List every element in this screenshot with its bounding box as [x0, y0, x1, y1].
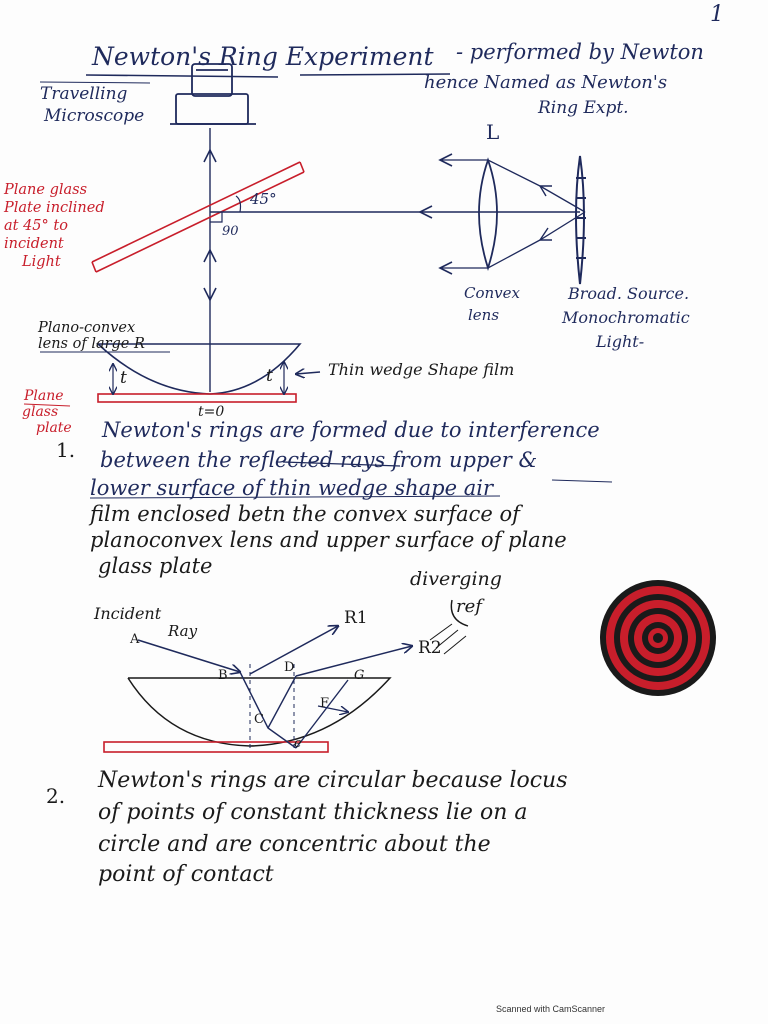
label-t-left: t [120, 368, 127, 388]
lens-ray-bottom [440, 211, 586, 269]
label-source-2: Monochromatic [562, 308, 690, 327]
label-plate-3: at 45° to [4, 218, 68, 234]
point-2-line-1: Newton's rings are circular because locu… [98, 768, 568, 793]
lens-ray-arrow-mid-bottom [538, 227, 552, 241]
point-1-line-5: planoconvex lens and upper surface of pl… [90, 528, 567, 552]
title-underline [85, 74, 279, 78]
reflected-ray-r1 [249, 626, 338, 675]
label-r2: R2 [418, 638, 442, 658]
underline-thin-wedge [89, 495, 501, 499]
ray-glass-plate [103, 741, 329, 753]
inner-ray-2 [295, 679, 349, 749]
page-number: 1 [710, 2, 724, 27]
label-point-c: C [254, 712, 264, 727]
plane-glass-plate [97, 393, 297, 403]
incident-ray [137, 639, 240, 672]
label-convex: Convex [464, 284, 520, 302]
label-point-a: A [130, 632, 140, 647]
point-1-line-3: lower surface of thin wedge shape air [90, 476, 493, 500]
label-source-1: Broad. Source. [568, 284, 690, 303]
subtitle-line-1: - performed by Newton [456, 40, 704, 64]
point-2-line-2: of points of constant thickness lie on a [98, 800, 528, 825]
scanner-footer: Scanned with CamScanner [496, 1004, 606, 1014]
point-1-line-4: film enclosed betn the convex surface of [90, 502, 520, 526]
diverging-brace [450, 599, 469, 627]
newtons-rings-drawing [600, 580, 716, 696]
label-point-e: e [294, 736, 302, 751]
label-glass-plate-3: plate [36, 420, 72, 436]
point-1-number: 1. [56, 438, 76, 462]
label-planoconvex-1: Plano-convex [38, 320, 136, 336]
label-plate-1: Plane glass [4, 182, 88, 198]
point-1-line-2: between the reflected rays from upper & [100, 448, 538, 472]
label-lens: lens [468, 306, 500, 324]
lens-ray-arrow-mid-top [538, 185, 552, 197]
label-diverging: diverging [410, 568, 502, 590]
label-glass-plate-2: glass [22, 404, 59, 420]
label-thin-film: Thin wedge Shape film [328, 360, 515, 379]
inner-ray-1 [267, 675, 297, 729]
lens-ray-top [440, 159, 586, 213]
right-angle-mark [210, 212, 223, 223]
label-travelling: Travelling [40, 84, 128, 104]
axis-arrow-down [203, 287, 217, 302]
page-title: Newton's Ring Experiment [92, 42, 434, 71]
angle-45-arc [235, 195, 242, 213]
underline-upper [551, 479, 613, 483]
label-t-zero: t=0 [198, 404, 225, 420]
title-underline-2 [299, 73, 451, 76]
label-lens-letter: L [486, 120, 500, 144]
label-point-b: B [218, 668, 228, 683]
label-diverging-ref: ref [456, 596, 482, 617]
point-2-line-4: point of contact [98, 862, 274, 887]
subtitle-line-2: hence Named as Newton's [424, 72, 668, 93]
point-2-line-3: circle and are concentric about the [98, 832, 491, 857]
lens-ray-arrow-top [438, 153, 453, 167]
label-point-f: F [320, 696, 330, 711]
label-plate-4: incident [4, 236, 64, 252]
label-angle-45: 45° [250, 190, 277, 208]
convex-lens-icon [478, 157, 498, 271]
inner-ray-3 [317, 705, 348, 712]
label-microscope: Microscope [44, 106, 145, 126]
axis-arrow-up-2 [203, 248, 217, 263]
diverging-hatch [429, 623, 467, 655]
ray-arrow-left [418, 205, 433, 219]
label-point-d: D [284, 660, 295, 675]
inclined-glass-plate [91, 161, 305, 273]
microscope-underline [39, 81, 151, 84]
label-r1: R1 [344, 608, 368, 628]
lens-ray-arrow-bottom [438, 261, 453, 275]
source-icon [575, 155, 586, 285]
subtitle-line-3: Ring Expt. [538, 98, 629, 118]
microscope-icon [170, 63, 256, 125]
strike-reflected [282, 461, 401, 467]
label-ray: Ray [168, 622, 198, 640]
label-plate-2: Plate inclined [4, 200, 105, 216]
reflected-ray-r2 [295, 646, 412, 677]
label-plate-5: Light [22, 254, 61, 270]
label-incident: Incident [94, 604, 162, 623]
plane-underline [23, 403, 71, 407]
label-t-right: t [266, 366, 273, 386]
label-source-3: Light- [596, 332, 645, 351]
thin-film-pointer [296, 372, 321, 374]
point-1-line-6: glass plate [98, 554, 213, 578]
label-glass-plate-1: Plane [24, 388, 64, 404]
label-angle-90: 90 [222, 224, 239, 239]
axis-arrow-up-1 [203, 148, 217, 163]
label-point-g: G [354, 668, 365, 683]
point-2-number: 2. [46, 784, 66, 808]
label-planoconvex-2: lens of large R [38, 336, 145, 352]
point-1-line-1: Newton's rings are formed due to interfe… [102, 418, 600, 442]
refracted-ray [239, 671, 297, 749]
